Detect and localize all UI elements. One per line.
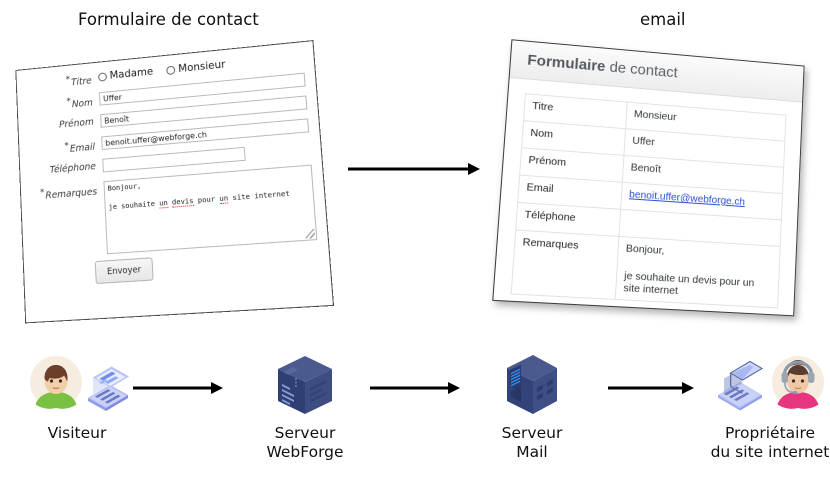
form-label-remarques: *Remarques [39,187,98,203]
resize-handle-icon[interactable] [305,229,316,240]
email-panel-header: Formulaire de contact [509,40,804,103]
arrow-webforge-to-mail [370,381,460,395]
owner-laptop-icon [710,352,830,418]
spellcheck-word: un [158,198,169,210]
label-line-1: Serveur [501,424,563,442]
page-title-email: email [640,10,686,29]
flow-node-serveur-mail: Serveur Mail [452,352,612,462]
server-tower-icon [497,352,567,418]
radio-option-monsieur[interactable]: Monsieur [166,59,226,76]
required-marker: * [39,188,45,199]
email-data-table: Titre Monsieur Nom Uffer Prénom Benoît E… [511,93,787,308]
arrow-form-to-email [348,162,480,176]
email-illustration: Formulaire de contact Titre Monsieur Nom… [492,39,830,342]
arrow-visiteur-to-webforge [133,381,223,395]
arrow-head-icon [448,382,460,394]
page-title-form: Formulaire de contact [78,10,259,29]
spellcheck-word: devis [171,196,194,209]
label-line-2: Mail [516,443,548,461]
form-label-nom: *Nom [66,97,94,111]
table-cell-value-remarques: Bonjour, je souhaite un devis pour un si… [615,236,781,308]
flow-node-label-serveur-webforge: Serveur WebForge [266,424,343,462]
form-label-titre: *Titre [65,74,93,89]
email-mailto-link[interactable]: benoit.uffer@webforge.ch [628,189,746,209]
arrow-head-icon [468,163,480,175]
flow-node-proprietaire: Propriétaire du site internet [690,352,830,462]
required-marker: * [65,74,71,85]
owner-art-svg [718,356,824,411]
flow-node-label-proprietaire: Propriétaire du site internet [711,424,830,462]
required-marker: * [64,141,70,152]
email-panel-title: Formulaire de contact [526,51,679,82]
radio-circle-icon[interactable] [98,71,108,82]
label-line-1: Visiteur [47,424,107,442]
form-label-email: *Email [64,141,96,156]
radio-group-titre[interactable]: Madame Monsieur [98,58,226,83]
form-label-telephone: Téléphone [49,161,97,177]
label-line-2: WebForge [266,443,344,461]
radio-label-monsieur: Monsieur [177,58,226,75]
arrow-head-icon [682,382,694,394]
table-cell-key: Remarques [511,230,620,300]
flow-node-visiteur: Visiteur [0,352,157,443]
radio-option-madame[interactable]: Madame [98,66,153,83]
arrow-shaft [348,167,470,171]
textarea-remarques[interactable]: Bonjour, je souhaite un devis pour un si… [103,165,318,255]
required-marker: * [66,97,71,107]
arrow-shaft [608,386,684,390]
flow-node-label-visiteur: Visiteur [48,424,107,443]
form-label-prenom: Prénom [58,117,95,131]
label-line-1: Propriétaire [724,424,816,442]
arrow-shaft [370,386,450,390]
server-mail-svg [507,355,557,414]
flow-node-label-serveur-mail: Serveur Mail [502,424,563,462]
visitor-art-svg [30,356,129,411]
visitor-laptop-icon [22,352,132,418]
label-line-1: Serveur [274,424,336,442]
server-tower-icon [270,352,340,418]
contact-form-panel: *Titre Madame Monsieur *Nom [15,40,335,324]
remarks-line-2: je souhaite un devis pour un site intern… [623,269,755,298]
radio-label-madame: Madame [109,65,154,82]
arrow-mail-to-proprietaire [608,381,694,395]
flow-node-serveur-webforge: Serveur WebForge [225,352,385,462]
arrow-shaft [133,386,213,390]
submit-button[interactable]: Envoyer [94,257,154,285]
label-line-2: du site internet [710,443,830,461]
arrow-head-icon [211,382,223,394]
server-webforge-svg [278,356,332,414]
contact-form-illustration: *Titre Madame Monsieur *Nom [14,40,344,342]
email-panel: Formulaire de contact Titre Monsieur Nom… [492,39,805,317]
radio-circle-icon[interactable] [166,65,176,75]
remarks-line-1: Bonjour, [625,242,665,257]
